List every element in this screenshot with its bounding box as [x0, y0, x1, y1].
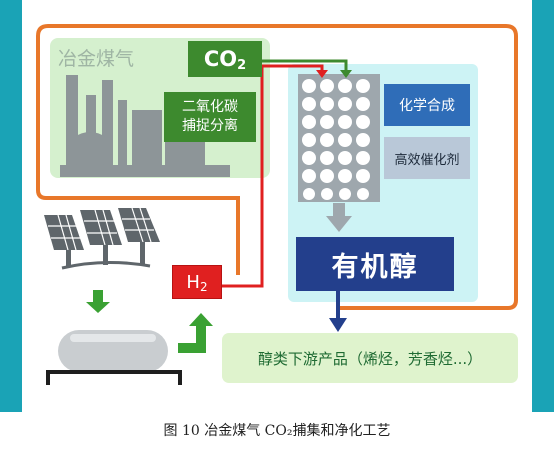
capture-line-2: 捕捉分离: [182, 118, 238, 134]
synthesis-box: 化学合成: [384, 84, 470, 126]
gas-flow-line: [36, 189, 240, 275]
green-up-arrow: [178, 313, 213, 353]
figure-caption: 图 10 冶金煤气 CO₂捕集和净化工艺: [163, 423, 391, 439]
products-label: 醇类下游产品（烯烃，芳香烃...）: [257, 349, 483, 368]
hydrogen-tank-icon: [46, 330, 182, 385]
left-frame-bar: [0, 0, 22, 412]
h2-arrowhead: [316, 70, 328, 78]
catalyst-box: 高效催化剂: [384, 137, 470, 179]
h2-subscript: 2: [199, 280, 208, 294]
alcohol-box: 有机醇: [296, 237, 454, 291]
alcohol-down-arrowhead: [329, 318, 347, 332]
co2-flow-line: [262, 59, 348, 74]
green-down-arrow: [86, 290, 110, 313]
capture-box: 二氧化碳 捕捉分离: [164, 92, 256, 142]
capture-line-1: 二氧化碳: [182, 99, 238, 115]
products-box-bg: [222, 333, 518, 383]
catalyst-pellets: [302, 79, 370, 200]
co2-subscript: 2: [237, 57, 247, 73]
reactor-down-arrow: [326, 203, 352, 232]
outer-flow-line: [36, 24, 518, 310]
solar-panel-icon: [44, 207, 160, 270]
h2-text: H: [186, 271, 200, 293]
plant-label: 冶金煤气: [58, 47, 135, 70]
h2-flow-line: [220, 64, 324, 288]
co2-text: CO: [203, 47, 238, 71]
co2-arrowhead: [340, 70, 352, 78]
right-frame-bar: [532, 0, 554, 412]
